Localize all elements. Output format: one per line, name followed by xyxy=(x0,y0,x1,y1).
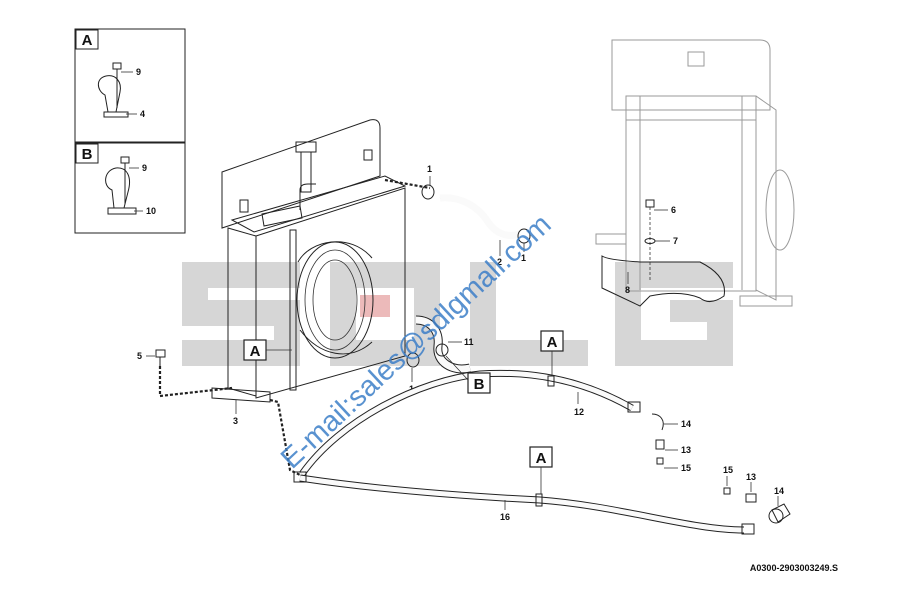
bolt-path-dashed xyxy=(158,366,233,398)
callout-13-lower: 13 xyxy=(746,472,756,482)
fitting-12-end xyxy=(627,401,664,431)
callout-2: 2 xyxy=(497,257,502,267)
callout-16: 16 xyxy=(500,512,510,522)
callout-14-upper: 14 xyxy=(681,419,691,429)
hose-start-fitting xyxy=(293,471,307,483)
detail-letter-b: B xyxy=(82,146,93,163)
mounting-plate xyxy=(601,255,725,307)
hose-clamp xyxy=(547,375,555,387)
bolt-icon xyxy=(112,62,122,108)
watermark-red-accent xyxy=(360,295,390,317)
clamp-icon xyxy=(97,75,129,118)
callout-3: 3 xyxy=(233,416,238,426)
callout-14-lower: 14 xyxy=(774,486,784,496)
callout-7: 7 xyxy=(673,236,678,246)
callout-9-b: 9 xyxy=(142,163,147,173)
callout-4: 4 xyxy=(140,109,145,119)
detail-box-b: B 9 10 xyxy=(74,142,186,234)
callout-11: 11 xyxy=(464,337,474,347)
svg-text:A: A xyxy=(547,334,558,351)
hose-clamp xyxy=(435,343,449,357)
hose-path-dashed xyxy=(384,178,431,190)
callout-15-upper: 15 xyxy=(681,463,691,473)
fitting-group-lower xyxy=(723,487,791,523)
callout-5: 5 xyxy=(137,351,142,361)
hose-clamp xyxy=(535,493,543,507)
callout-1-top: 1 xyxy=(427,164,432,174)
fitting-16-end xyxy=(741,508,784,535)
background-radiator-outline xyxy=(595,39,795,307)
section-marker-a-hose16: A xyxy=(529,446,553,494)
callout-6: 6 xyxy=(671,205,676,215)
svg-text:B: B xyxy=(474,376,485,393)
detail-letter-a: A xyxy=(82,32,93,49)
hose-clamp xyxy=(406,352,420,368)
svg-text:A: A xyxy=(250,343,261,360)
drawing-code: A0300-2903003249.S xyxy=(750,563,838,573)
callout-15-lower: 15 xyxy=(723,465,733,475)
callout-12: 12 xyxy=(574,407,584,417)
hose-clamp xyxy=(421,184,435,200)
callout-10: 10 xyxy=(146,206,156,216)
section-marker-b: B xyxy=(445,355,491,394)
fitting-group-upper xyxy=(655,439,665,465)
section-marker-a-hose12: A xyxy=(540,330,564,376)
callout-1-right: 1 xyxy=(521,253,526,263)
clamp-icon xyxy=(105,167,137,215)
callout-13-upper: 13 xyxy=(681,445,691,455)
detail-box-a: A 9 4 xyxy=(74,28,186,143)
svg-text:A: A xyxy=(536,450,547,467)
hose-path-dashed xyxy=(269,398,303,477)
bolt-icon xyxy=(120,156,130,204)
callout-8: 8 xyxy=(625,285,630,295)
bolt-5 xyxy=(155,349,166,366)
callout-9-a: 9 xyxy=(136,67,141,77)
section-marker-a-left: A xyxy=(243,339,292,361)
